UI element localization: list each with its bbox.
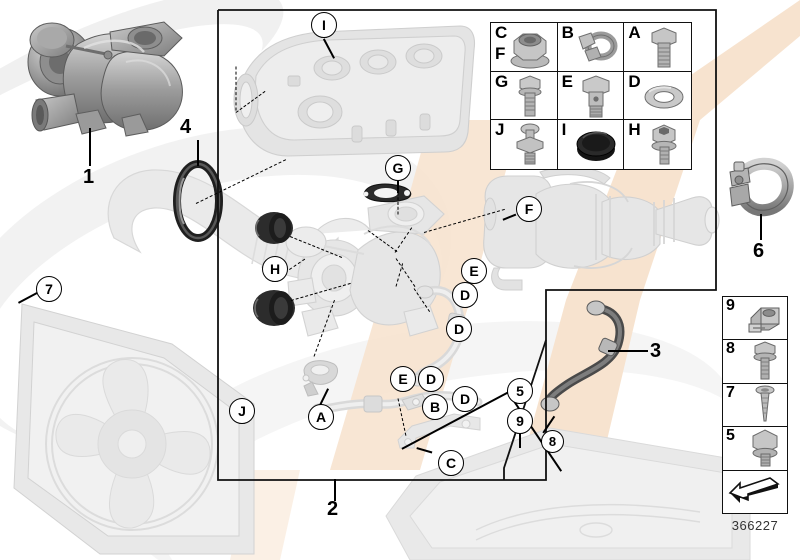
callout-bubble-E-lower[interactable]: E bbox=[390, 366, 416, 392]
callout-number-4: 4 bbox=[180, 116, 192, 138]
long-screw-icon bbox=[755, 385, 775, 422]
callout-bubble-D-lower2[interactable]: D bbox=[418, 366, 444, 392]
leader-line-6 bbox=[760, 214, 762, 240]
leader-line-9-scene bbox=[519, 434, 521, 448]
leader-dash-I bbox=[235, 66, 237, 111]
callout-bubble-A[interactable]: A bbox=[308, 404, 334, 430]
callout-bubble-5[interactable]: 5 bbox=[507, 378, 533, 404]
flange-bolt-icon bbox=[753, 341, 777, 380]
diagram-part-number: 366227 bbox=[731, 518, 779, 533]
retaining-clip-nut-icon bbox=[748, 307, 780, 333]
leader-line-3 bbox=[608, 350, 648, 352]
side-column-label-8: 8 bbox=[726, 340, 735, 358]
side-column-row-arrow[interactable] bbox=[723, 471, 787, 513]
callout-bubble-9-scene[interactable]: 9 bbox=[507, 408, 533, 434]
callout-bubble-D-mid[interactable]: D bbox=[446, 316, 472, 342]
callout-number-1: 1 bbox=[83, 166, 95, 188]
leader-dash-G bbox=[397, 192, 399, 215]
callout-bubble-G[interactable]: G bbox=[385, 155, 411, 181]
leader-line-1 bbox=[89, 128, 91, 166]
side-column-row-5[interactable]: 5 bbox=[723, 427, 787, 471]
callout-number-6: 6 bbox=[753, 240, 765, 262]
side-column-label-5: 5 bbox=[726, 427, 735, 445]
callout-number-2: 2 bbox=[327, 498, 339, 520]
parts-grid-label-G: G bbox=[495, 71, 509, 91]
exhaust-clamp-artwork bbox=[729, 157, 794, 217]
callout-bubble-8-scene[interactable]: 8 bbox=[541, 430, 564, 453]
callout-number-3: 3 bbox=[650, 340, 662, 362]
side-column-label-7: 7 bbox=[726, 383, 735, 401]
callout-bubble-D-upper[interactable]: D bbox=[452, 282, 478, 308]
arrow-direction-icon bbox=[728, 476, 780, 503]
side-column-label-9: 9 bbox=[726, 297, 735, 314]
callout-bubble-B[interactable]: B bbox=[422, 394, 448, 420]
callout-bubble-I[interactable]: I bbox=[311, 12, 337, 38]
numbered-parts-column: 9 8 7 bbox=[722, 296, 788, 514]
callout-bubble-F[interactable]: F bbox=[516, 196, 542, 222]
side-column-row-7[interactable]: 7 bbox=[723, 383, 787, 428]
callout-bubble-J[interactable]: J bbox=[229, 398, 255, 424]
callout-bubble-7-scene[interactable]: 7 bbox=[36, 276, 62, 302]
callout-bubble-H[interactable]: H bbox=[262, 256, 288, 282]
side-column-row-8[interactable]: 8 bbox=[723, 340, 787, 384]
parts-grid-label-F: F bbox=[495, 44, 506, 63]
hex-bolt-icon bbox=[752, 429, 778, 467]
parts-grid-label-C: C bbox=[495, 23, 508, 42]
callout-bubble-C[interactable]: C bbox=[438, 450, 464, 476]
turbocharger-assembly-artwork bbox=[27, 21, 183, 137]
leader-line-G bbox=[397, 181, 399, 193]
callout-bubble-E-upper[interactable]: E bbox=[461, 258, 487, 284]
side-column-row-9[interactable]: 9 bbox=[723, 297, 787, 341]
leader-line-4 bbox=[197, 140, 199, 166]
callout-bubble-D-lower[interactable]: D bbox=[452, 386, 478, 412]
